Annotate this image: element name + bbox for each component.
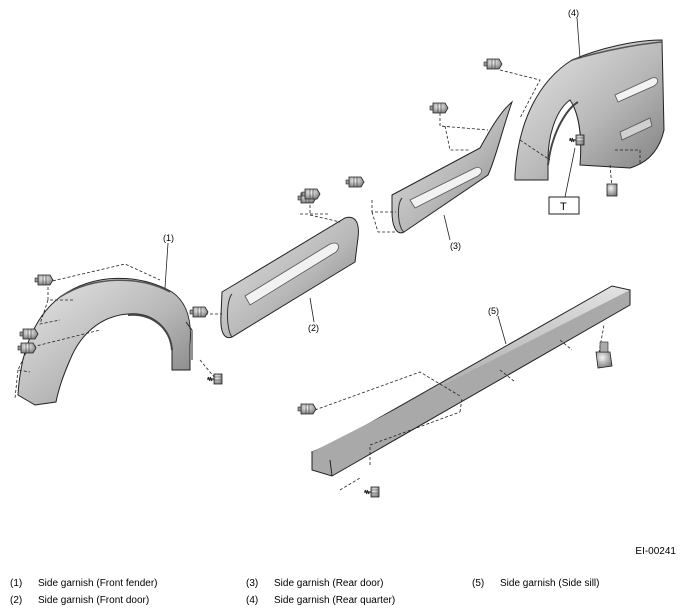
legend-item-label: Side garnish (Front door) (38, 595, 150, 606)
front-door-garnish (220, 216, 359, 339)
sill-screw (363, 486, 380, 498)
legend-item: (5) Side garnish (Side sill) (472, 578, 600, 589)
fender-clip-top (34, 274, 54, 286)
callout-3: (3) (450, 241, 461, 251)
callout-2: (2) (308, 323, 319, 333)
legend-item-label: Side garnish (Front fender) (38, 578, 158, 589)
legend-item-label: Side garnish (Side sill) (500, 578, 600, 589)
torque-box (548, 196, 580, 215)
legend-item: (2) Side garnish (Front door) (10, 595, 149, 606)
side-sill-garnish (310, 285, 631, 477)
callout-leader-1 (164, 242, 169, 289)
torque-leader (564, 147, 576, 198)
callout-leader-5 (497, 315, 507, 345)
legend-item-label: Side garnish (Rear quarter) (274, 595, 396, 606)
rear-door-clip-top (429, 102, 449, 114)
legend-item: (1) Side garnish (Front fender) (10, 578, 158, 589)
legend-item: (4) Side garnish (Rear quarter) (246, 595, 395, 606)
legend-item-number: (2) (10, 595, 23, 606)
rear-quarter-fastener-lines (499, 69, 641, 189)
torque-label: T (560, 201, 567, 213)
fender-screw (206, 373, 223, 385)
rear-door-clip-left (301, 188, 321, 200)
rear-door-garnish (391, 100, 514, 234)
rear-quarter-nut (606, 183, 618, 197)
front-fender-garnish (17, 277, 193, 406)
rear-quarter-garnish (514, 39, 665, 181)
callout-4: (4) (568, 8, 579, 18)
front-fender-fastener-lines (14, 263, 216, 399)
sill-clip-rear (595, 341, 613, 369)
exploded-parts-diagram: (1) (2) (3) (14, 8, 665, 498)
side-sill-fastener-lines (314, 324, 605, 491)
fender-clip-bottom (17, 342, 37, 354)
legend-item-number: (3) (246, 578, 259, 589)
legend-item-number: (1) (10, 578, 23, 589)
front-door-clip-lower (189, 306, 209, 318)
rear-door-fastener-lines (371, 108, 489, 233)
callout-leader-2 (309, 297, 315, 323)
rear-quarter-clip-top (483, 58, 503, 70)
callout-leader-3 (443, 214, 451, 241)
fender-clip-mid (19, 328, 39, 340)
legend-item: (3) Side garnish (Rear door) (246, 578, 384, 589)
figure-code: EI-00241 (635, 546, 676, 557)
rear-door-clip-right (345, 176, 365, 188)
legend-item-label: Side garnish (Rear door) (274, 578, 384, 589)
legend-item-number: (5) (472, 578, 485, 589)
rear-quarter-bolt (568, 134, 585, 146)
callout-leader-4 (576, 17, 581, 59)
callout-1: (1) (163, 233, 174, 243)
front-door-fastener-lines (205, 200, 341, 315)
legend-item-number: (4) (246, 595, 259, 606)
sill-clip-front (297, 403, 317, 415)
callout-5: (5) (488, 306, 499, 316)
